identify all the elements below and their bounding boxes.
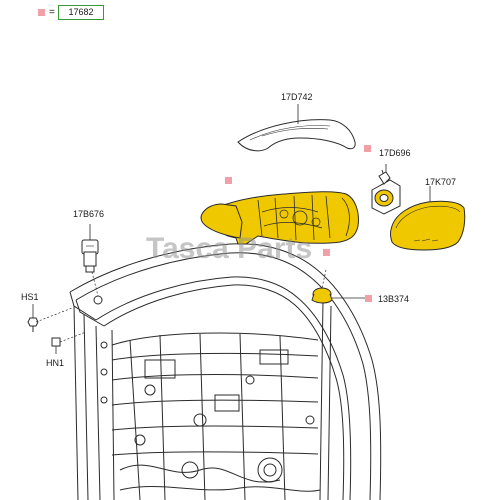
- legend-marker: [38, 9, 45, 16]
- leader-lines: [35, 271, 99, 343]
- door-frame: [69, 243, 382, 500]
- legend-part-number: 17682: [58, 5, 104, 20]
- watermark-text: Tasca Parts: [146, 232, 313, 265]
- callout-connector: 17B676: [73, 209, 105, 219]
- nut-part: [51, 337, 61, 354]
- callout-nut: HN1: [46, 358, 65, 368]
- callout-bolt: HS1: [21, 292, 39, 302]
- marker-connector: [323, 249, 330, 256]
- bolt-part: [27, 304, 39, 332]
- marker-mirror-housing: [225, 177, 232, 184]
- marker-grommet: [365, 295, 372, 302]
- connector-part: [81, 224, 99, 273]
- mirror-glass-part: [390, 186, 466, 251]
- callout-glass-motor: 17D696: [379, 148, 411, 158]
- mirror-housing-part: [200, 191, 359, 245]
- mirror-cover-part: [237, 104, 356, 152]
- callout-mirror-glass: 17K707: [425, 177, 457, 187]
- marker-glass-motor: [364, 145, 371, 152]
- glass-motor-part: [371, 164, 401, 215]
- callout-mirror-cover: 17D742: [281, 92, 313, 102]
- legend-equals: =: [49, 7, 55, 18]
- callout-grommet: 13B374: [378, 294, 410, 304]
